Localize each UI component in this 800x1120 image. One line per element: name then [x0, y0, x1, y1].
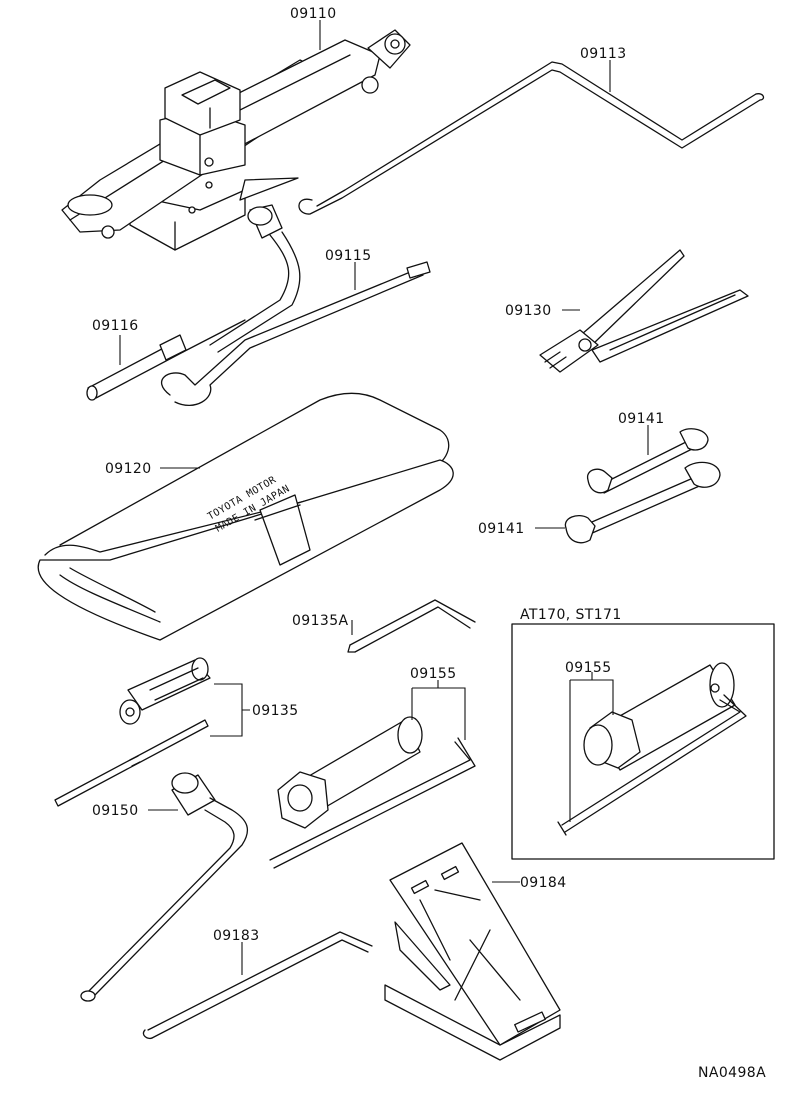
wheel-nut-wrench-drawing [80, 772, 249, 1002]
part-label-jack: 09110 [290, 6, 337, 22]
part-label-screwdriver-bit: 09135A [292, 613, 349, 629]
handle-extension-drawing [161, 261, 431, 407]
part-label-wrench-a: 09141 [618, 411, 665, 427]
jack-handle-rod-drawing [86, 204, 301, 401]
plug-wrench-drawing [269, 716, 476, 869]
part-label-tool-bag: 09120 [105, 461, 152, 477]
part-label-screwdriver: 09135 [252, 703, 299, 719]
part-label-handle-extension: 09115 [325, 248, 372, 264]
plug-wrench-variant-drawing [557, 662, 747, 836]
screwdriver-drawing [54, 657, 211, 807]
wrench-a-drawing [586, 428, 709, 494]
jack-handle-drawing [298, 61, 765, 215]
part-label-pliers: 09130 [505, 303, 552, 319]
wrench-b-drawing [564, 461, 721, 544]
screwdriver-leader [210, 683, 250, 737]
variant-box [511, 623, 775, 860]
part-label-wheel-chock: 09184 [520, 875, 567, 891]
pliers-drawing [539, 249, 749, 373]
part-label-plug-wrench: 09155 [410, 666, 457, 682]
part-label-lever: 09183 [213, 928, 260, 944]
part-label-jack-handle-rod: 09116 [92, 318, 139, 334]
variant-box-title: AT170, ST171 [520, 607, 622, 623]
part-label-wheel-nut-wrench: 09150 [92, 803, 139, 819]
lever-drawing [142, 931, 373, 1040]
plug-wrench-leader [411, 680, 466, 740]
screwdriver-bit-drawing [347, 599, 476, 653]
drawing-code: NA0498A [698, 1065, 766, 1081]
part-label-wrench-b: 09141 [478, 521, 525, 537]
wheel-chock-drawing [384, 842, 561, 1061]
tool-bag-drawing [37, 392, 454, 641]
plug-wrench-variant-leader [569, 672, 614, 822]
part-label-jack-handle: 09113 [580, 46, 627, 62]
jack-drawing [61, 29, 411, 251]
part-label-plug-wrench-variant: 09155 [565, 660, 612, 676]
